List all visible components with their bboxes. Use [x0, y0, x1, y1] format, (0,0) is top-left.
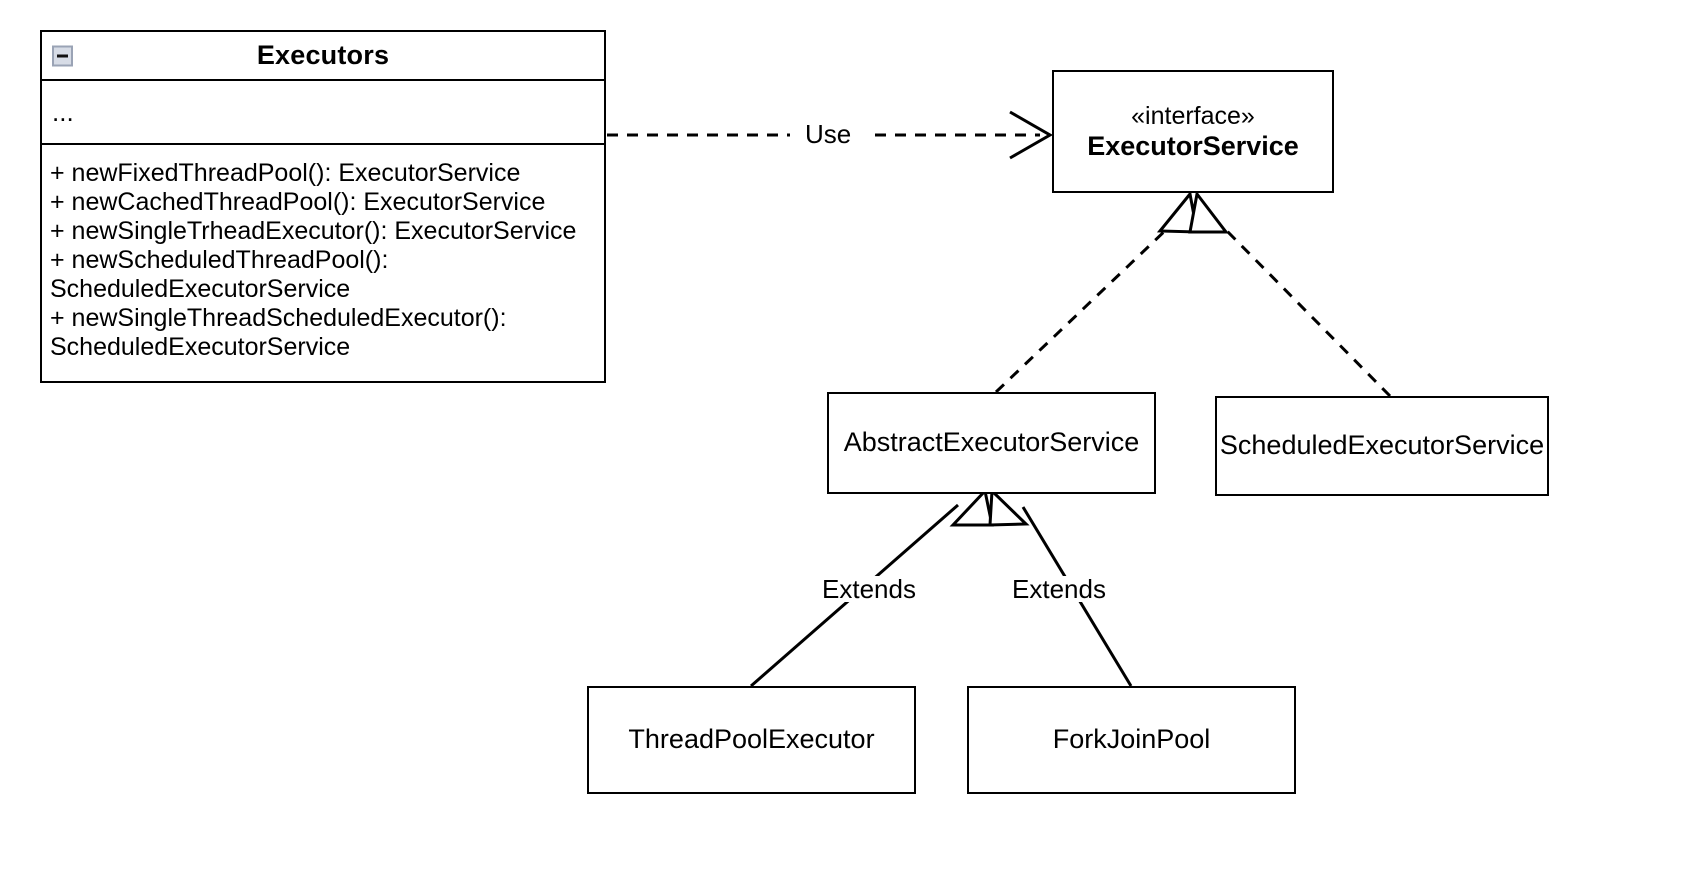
- minus-collapse-icon[interactable]: [52, 45, 73, 66]
- class-node-scheduled-executor-service[interactable]: ScheduledExecutorService: [1215, 396, 1549, 496]
- class-title-abstract-executor-service: AbstractExecutorService: [843, 427, 1140, 458]
- edge-label-extends-thread-pool-executor: Extends: [820, 574, 918, 604]
- class-attributes-executors: ...: [42, 81, 604, 145]
- interface-title-executor-service: ExecutorService: [1087, 130, 1299, 161]
- operation-new-fixed-thread-pool: + newFixedThreadPool(): ExecutorService: [50, 159, 521, 187]
- class-node-fork-join-pool[interactable]: ForkJoinPool: [967, 686, 1296, 794]
- attribute-ellipsis: ...: [52, 96, 74, 127]
- minus-glyph: [57, 54, 68, 57]
- operation-new-cached-thread-pool: + newCachedThreadPool(): ExecutorService: [50, 188, 546, 216]
- class-title-scheduled-executor-service: ScheduledExecutorService: [1219, 430, 1545, 461]
- class-node-executors[interactable]: Executors ... + newFixedThreadPool(): Ex…: [40, 30, 606, 383]
- edge-label-extends-fork-join-pool: Extends: [1010, 574, 1108, 604]
- class-node-thread-pool-executor[interactable]: ThreadPoolExecutor: [587, 686, 916, 794]
- class-title-executors: Executors: [256, 40, 390, 70]
- class-operations-executors: + newFixedThreadPool(): ExecutorService …: [42, 145, 604, 372]
- class-title-thread-pool-executor: ThreadPoolExecutor: [628, 724, 875, 755]
- edge-label-use: Use: [803, 119, 854, 149]
- class-header-executors: Executors: [42, 32, 604, 81]
- operation-new-scheduled-thread-pool: + newScheduledThreadPool(): ScheduledExe…: [50, 246, 396, 303]
- operation-new-single-thread-executor: + newSingleTrheadExecutor(): ExecutorSer…: [50, 217, 577, 245]
- class-node-abstract-executor-service[interactable]: AbstractExecutorService: [827, 392, 1156, 494]
- edge-realize-scheduled: [1188, 190, 1392, 398]
- interface-node-executor-service[interactable]: «interface» ExecutorService: [1052, 70, 1334, 193]
- class-title-fork-join-pool: ForkJoinPool: [1052, 724, 1211, 755]
- edge-realize-abstract: [994, 190, 1199, 394]
- stereotype-interface: «interface»: [1131, 101, 1255, 130]
- operation-new-single-thread-scheduled-executor: + newSingleThreadScheduledExecutor(): Sc…: [50, 304, 514, 361]
